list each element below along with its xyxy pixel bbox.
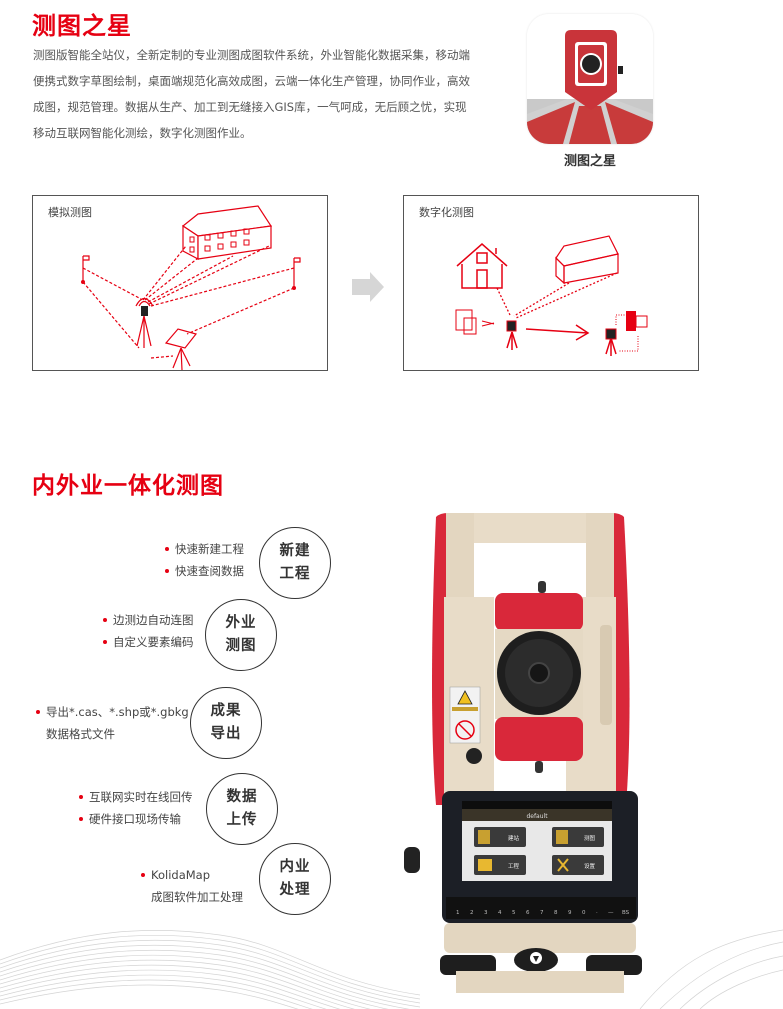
screen-tile-settings: 设置 <box>584 862 596 870</box>
feature-item: 硬件接口现场传输 <box>79 808 193 830</box>
svg-text:7: 7 <box>540 910 544 916</box>
feature-circle-data-upload: 数据 上传 <box>206 773 278 845</box>
feature-circle-new-project: 新建 工程 <box>259 527 331 599</box>
svg-text:2: 2 <box>470 910 474 916</box>
svg-text:—: — <box>608 910 614 916</box>
screen-tile-survey: 测图 <box>584 834 596 842</box>
app-icon-caption: 测图之星 <box>563 154 616 169</box>
svg-text:0: 0 <box>582 910 586 916</box>
feature-circle-field-survey: 外业 测图 <box>205 599 277 671</box>
total-station-product-image: default 建站 测图 工程 设置 1 2 3 4 5 6 7 8 9 0 · — BS <box>404 513 642 993</box>
feature-circle-export: 成果 导出 <box>190 687 262 759</box>
svg-text:6: 6 <box>526 910 530 916</box>
app-icon <box>527 14 653 144</box>
device-screen-title: default <box>526 813 548 820</box>
svg-text:BS: BS <box>622 910 630 916</box>
screen-tile-project: 工程 <box>508 862 520 870</box>
analog-survey-diagram: 模拟测图 <box>32 195 328 371</box>
feature-circle-office-processing: 内业 处理 <box>259 843 331 915</box>
feature-item: 边测边自动连图 <box>103 609 194 631</box>
svg-text:8: 8 <box>554 910 558 916</box>
svg-text:·: · <box>596 910 598 916</box>
svg-text:3: 3 <box>484 910 488 916</box>
diagram-label-analog: 模拟测图 <box>48 206 92 219</box>
decorative-wave-background <box>0 929 783 1009</box>
svg-text:1: 1 <box>456 910 460 916</box>
screen-tile-station: 建站 <box>508 834 520 842</box>
feature-item: 成图软件加工处理 <box>151 890 243 904</box>
arrow-right-icon <box>352 272 384 302</box>
svg-text:5: 5 <box>512 910 516 916</box>
total-station-app-icon <box>527 14 653 144</box>
svg-text:4: 4 <box>498 910 502 916</box>
digital-survey-diagram: 数字化测图 <box>403 195 699 371</box>
analog-survey-illustration <box>81 205 301 371</box>
digital-survey-illustration <box>455 235 648 356</box>
feature-item: 快速查阅数据 <box>165 560 244 582</box>
feature-item: 导出*.cas、*.shp或*.gbkg <box>36 701 189 723</box>
keypad: 1 2 3 4 5 6 7 8 9 0 · — BS <box>456 910 630 916</box>
svg-text:9: 9 <box>568 910 572 916</box>
feature-item: KolidaMap <box>141 864 243 886</box>
section-title-cetu-zhixing: 测图之星 <box>32 12 132 40</box>
feature-item: 数据格式文件 <box>46 727 115 741</box>
intro-paragraph: 测图版智能全站仪，全新定制的专业测图成图软件系统，外业智能化数据采集，移动端便携… <box>33 48 470 140</box>
feature-item: 互联网实时在线回传 <box>79 786 193 808</box>
diagram-label-digital: 数字化测图 <box>419 206 474 219</box>
section-title-integrated-survey: 内外业一体化测图 <box>32 473 224 499</box>
feature-item: 快速新建工程 <box>165 538 244 560</box>
feature-item: 自定义要素编码 <box>103 631 194 653</box>
